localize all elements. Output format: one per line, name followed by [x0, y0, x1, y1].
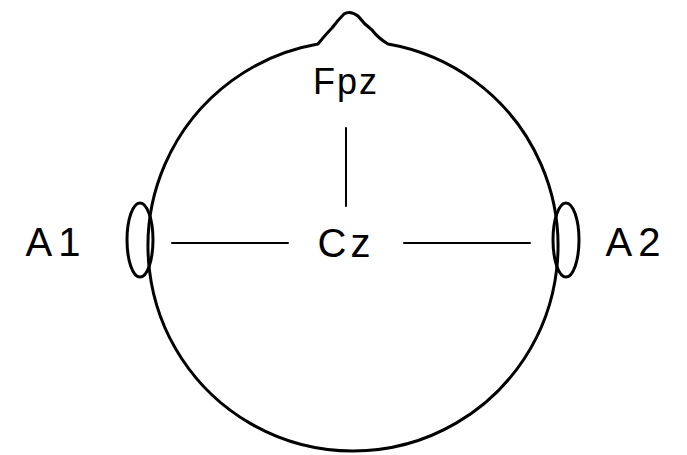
- leader-line: [404, 242, 530, 244]
- electrode-label: A1: [26, 222, 87, 262]
- right-ear: [553, 203, 579, 277]
- head-outline: [148, 12, 558, 451]
- electrode-label: Fpz: [313, 64, 379, 100]
- left-ear: [127, 203, 153, 277]
- leader-line: [172, 242, 288, 244]
- electrode-label: A2: [606, 222, 667, 262]
- electrode-label: Cz: [318, 223, 375, 263]
- leader-line: [345, 128, 347, 206]
